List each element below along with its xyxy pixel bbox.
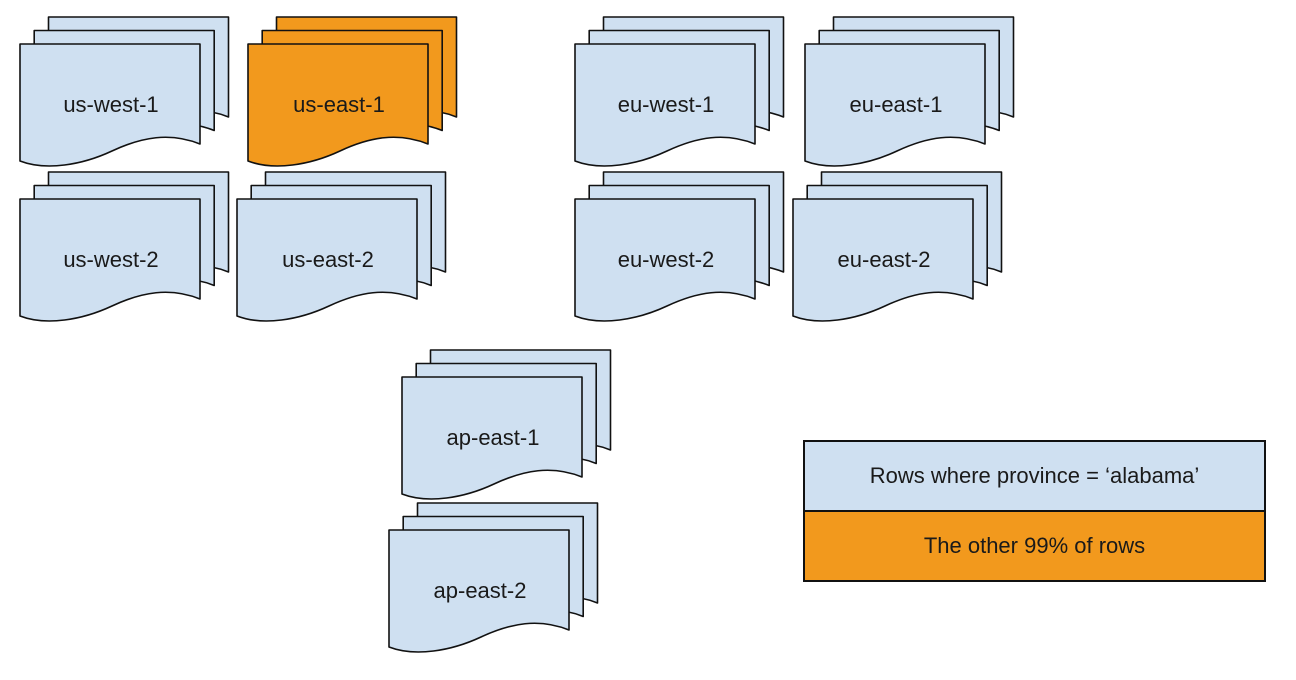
doc-stack-eu-west-2: eu-west-2: [574, 171, 785, 329]
doc-stack-us-west-2: us-west-2: [19, 171, 230, 329]
stack-label: ap-east-2: [434, 578, 527, 603]
legend-item-label: Rows where province = ‘alabama’: [869, 463, 1200, 488]
stack-label: us-west-2: [63, 247, 158, 272]
stack-label: us-east-2: [282, 247, 374, 272]
stack-label: us-east-1: [293, 92, 385, 117]
stack-label: eu-east-2: [838, 247, 931, 272]
doc-stack-eu-west-1: eu-west-1: [574, 16, 785, 174]
stack-label: us-west-1: [63, 92, 158, 117]
stack-label: eu-west-1: [618, 92, 715, 117]
doc-stack-ap-east-2: ap-east-2: [388, 502, 599, 660]
doc-stack-us-west-1: us-west-1: [19, 16, 230, 174]
legend: Rows where province = ‘alabama’ The othe…: [803, 440, 1266, 582]
legend-item-other-rows: The other 99% of rows: [805, 510, 1264, 580]
stack-label: ap-east-1: [447, 425, 540, 450]
doc-stack-us-east-2: us-east-2: [236, 171, 447, 329]
stack-label: eu-east-1: [850, 92, 943, 117]
doc-stack-eu-east-2: eu-east-2: [792, 171, 1003, 329]
doc-stack-us-east-1: us-east-1: [247, 16, 458, 174]
doc-stack-eu-east-1: eu-east-1: [804, 16, 1015, 174]
legend-item-label: The other 99% of rows: [923, 533, 1146, 558]
legend-item-alabama-rows: Rows where province = ‘alabama’: [805, 442, 1264, 510]
stack-label: eu-west-2: [618, 247, 715, 272]
doc-stack-ap-east-1: ap-east-1: [401, 349, 612, 507]
